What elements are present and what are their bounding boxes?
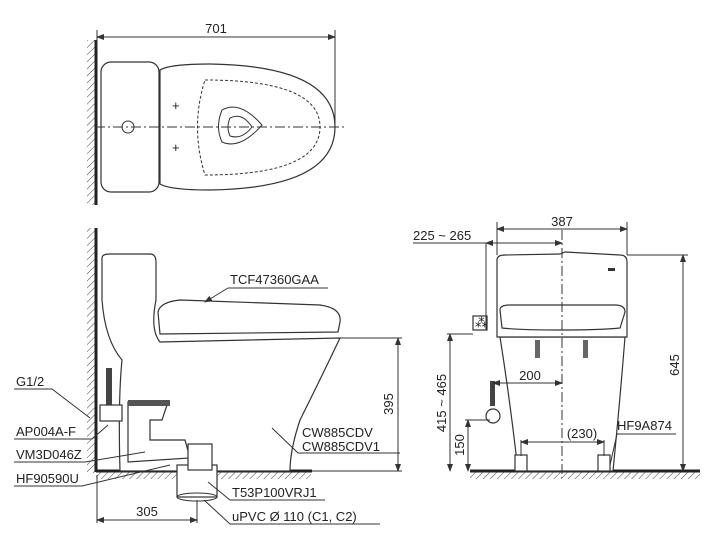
- top-width-dim: 701: [205, 21, 227, 36]
- rough-in-dim: 305: [136, 504, 158, 519]
- angle-valve-label: AP004A-F: [16, 424, 76, 439]
- floor-bolt-right: [597, 454, 611, 472]
- bowl-model-2: CW885CDV1: [302, 439, 380, 454]
- seat-height-dim: 395: [381, 393, 396, 415]
- total-height-dim: 645: [667, 354, 682, 376]
- wall-hatch: [87, 40, 95, 205]
- bolt-spacing-dim: (230): [567, 426, 597, 441]
- seat-side: [157, 299, 341, 335]
- seat-front: [499, 304, 626, 331]
- pipe-label: uPVC Ø 110 (C1, C2): [232, 509, 357, 524]
- front-view: ⁂ 387 225 ~ 265 415 ~ 465 150 200 (230) …: [413, 214, 700, 479]
- wall-hatch: [87, 228, 95, 473]
- bolt-model-label: HF9A874: [617, 418, 672, 433]
- supply-hose: [106, 368, 112, 408]
- pedestal-front: [499, 336, 626, 472]
- top-view: 701 + +: [87, 21, 345, 205]
- supply-hose: [490, 381, 495, 406]
- flush-pipe: [127, 401, 191, 463]
- side-view: 395 305 TCF47360GAA G1/2 AP004A-F VM3D04…: [14, 228, 402, 525]
- outlet-box: [472, 315, 488, 331]
- floor-hatch: [470, 472, 700, 479]
- angle-valve: [99, 404, 123, 422]
- bowl-model-1: CW885CDV: [302, 425, 373, 440]
- outlet-height-dim: 415 ~ 465: [434, 374, 449, 432]
- supply-offset-dim: 200: [519, 368, 541, 383]
- front-width-dim: 387: [551, 214, 573, 229]
- outlet-offset-dim: 225 ~ 265: [413, 228, 471, 243]
- floor-bolt-left: [514, 454, 528, 472]
- electrical-outlet-icon: ⁂: [475, 315, 488, 330]
- fitting-label: HF90590U: [16, 471, 79, 486]
- bowl-opening: [218, 106, 263, 145]
- flush-valve-label: VM3D046Z: [16, 447, 82, 462]
- supply-height-dim: 150: [452, 434, 467, 456]
- flange-label: T53P100VRJ1: [232, 485, 317, 500]
- valve-thread-label: G1/2: [16, 374, 44, 389]
- seat-model-label: TCF47360GAA: [230, 272, 319, 287]
- supply-valve: [485, 408, 501, 424]
- svg-text:+: +: [172, 98, 180, 113]
- svg-text:+: +: [172, 140, 180, 155]
